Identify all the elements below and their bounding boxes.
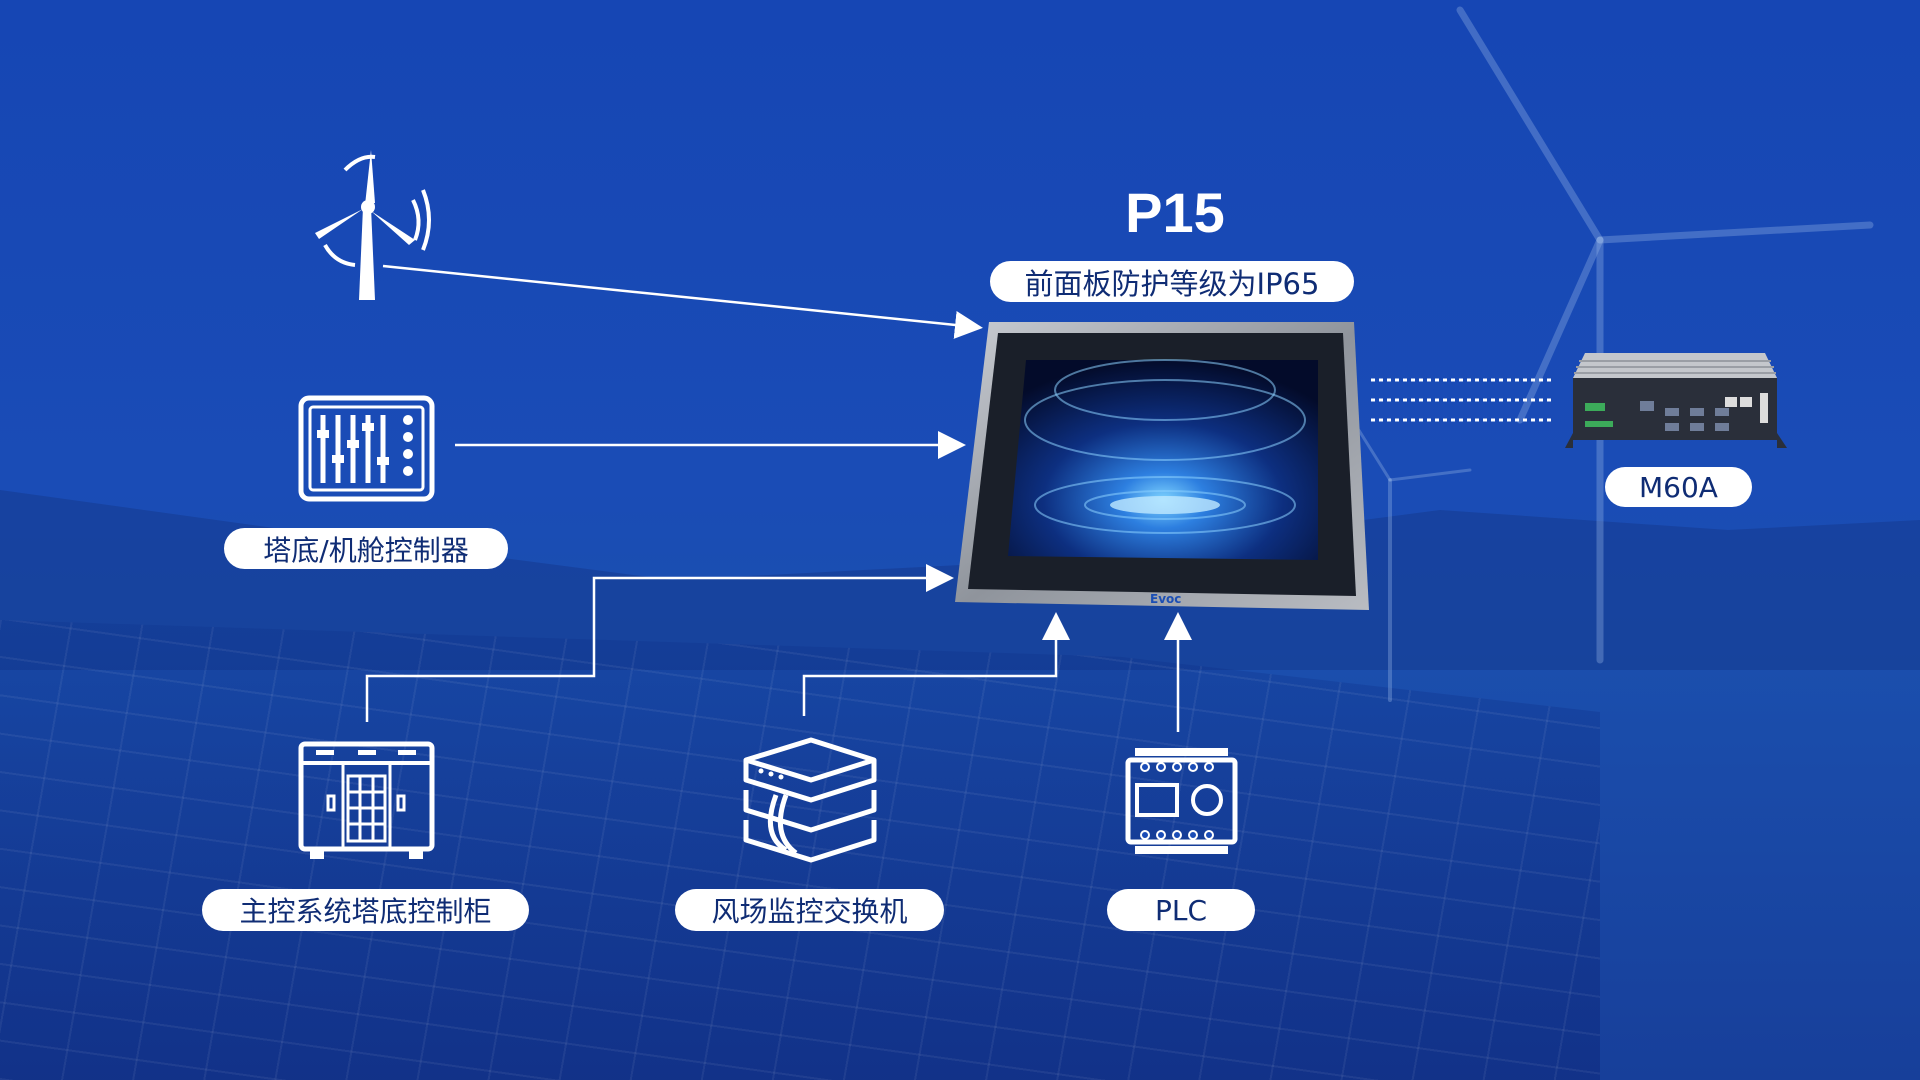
wind-turbine-icon [315,150,431,300]
plc-icon [1125,748,1238,854]
label-controller: 塔底/机舱控制器 [224,528,508,569]
background-solar-panels [0,620,1600,1080]
dotted-link-m60a [1371,378,1553,422]
arrow-cabinet [365,564,954,722]
arrow-switch [802,612,1070,716]
label-plc: PLC [1107,889,1255,931]
controller-panel-icon [298,395,435,502]
control-cabinet-icon [298,741,435,859]
label-switch: 风场监控交换机 [675,889,944,931]
product-subtitle: 前面板防护等级为IP65 [990,261,1354,302]
arrow-turbine [382,264,983,339]
label-m60a: M60A [1605,467,1752,507]
m60a-device [1565,353,1787,448]
label-cabinet: 主控系统塔底控制柜 [202,889,529,931]
evoc-logo: Evoc [1150,592,1182,606]
product-title: P15 [1125,181,1225,244]
network-switch-icon [743,737,877,863]
